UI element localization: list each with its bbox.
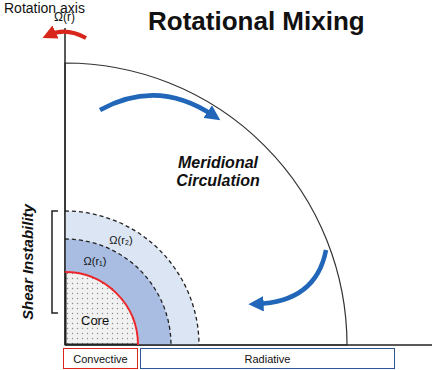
zone-box: Convective <box>63 348 138 369</box>
shell-boundary <box>65 239 171 345</box>
shell-label: Ω(r₁) <box>84 255 107 268</box>
core-boundary <box>65 272 138 345</box>
shell-label: Ω(r₂) <box>109 234 132 247</box>
axis-segment <box>66 271 139 344</box>
inner-shell <box>65 239 171 345</box>
circulation-arrow <box>256 250 326 304</box>
region-label: Core <box>81 313 109 328</box>
outer-shell <box>65 211 199 345</box>
process-label: Meridional Circulation <box>162 154 274 191</box>
diagram-title: Rotational Mixing <box>148 7 365 37</box>
zone-label: Radiative <box>245 353 291 365</box>
core-region: Core <box>65 271 139 345</box>
zone-label: Convective <box>73 353 127 365</box>
star-outline <box>65 63 347 345</box>
core-fill <box>65 271 139 345</box>
rotation-arrow <box>49 32 86 38</box>
shell-boundary <box>65 211 199 345</box>
zone-box: Radiative <box>140 348 395 369</box>
circulation-arrow <box>100 95 214 116</box>
process-label: Shear Instability <box>19 204 36 320</box>
angular-velocity-label: Ω(r) <box>54 11 75 25</box>
core-shape <box>65 271 139 345</box>
bracket <box>52 211 58 313</box>
